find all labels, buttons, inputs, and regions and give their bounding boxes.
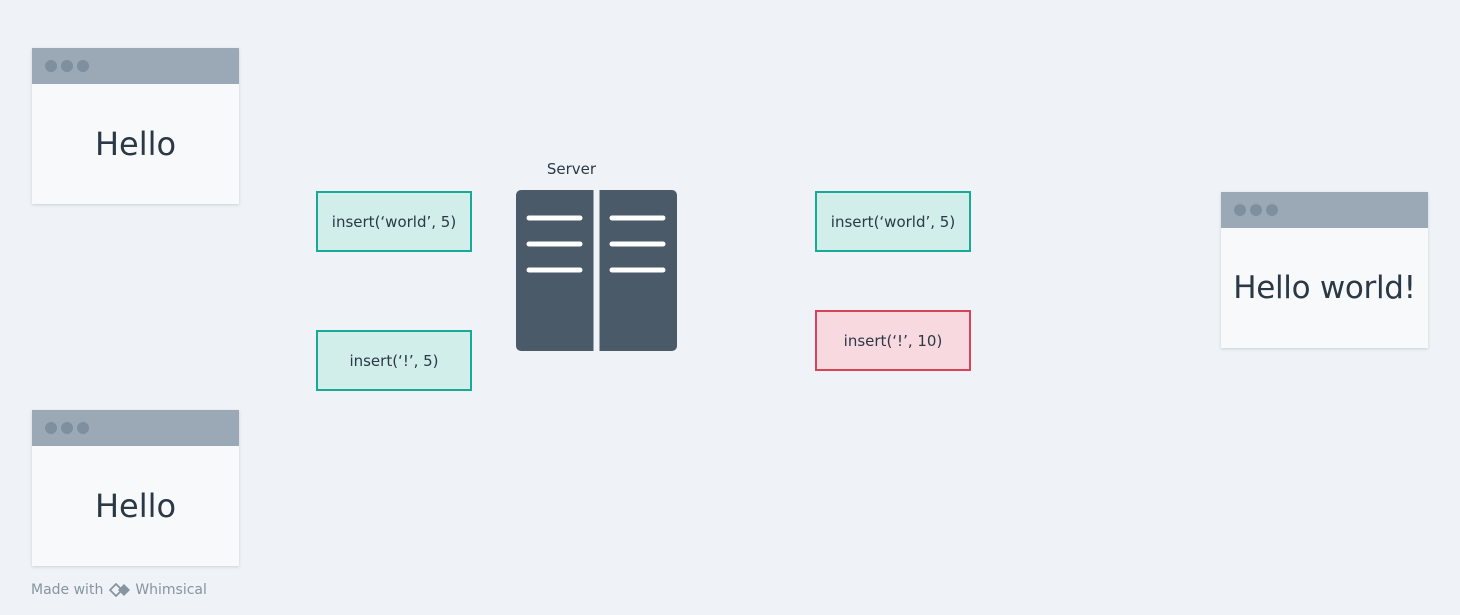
window-dot-icon: [77, 422, 89, 434]
server-icon: [516, 190, 677, 351]
server-label: Server: [546, 160, 597, 178]
footer-made-with-text: Made with: [31, 582, 104, 598]
made-with-whimsical-footer[interactable]: Made with Whimsical: [31, 582, 207, 598]
operation-box-left-top: insert(‘world’, 5): [316, 191, 472, 252]
window-dot-icon: [45, 422, 57, 434]
footer-brand-text: Whimsical: [135, 582, 207, 598]
window-dot-icon: [61, 422, 73, 434]
window-titlebar: [32, 48, 239, 84]
window-titlebar: [1221, 192, 1428, 228]
window-content-text: Hello: [94, 487, 177, 525]
window-dot-icon: [77, 60, 89, 72]
window-dot-icon: [45, 60, 57, 72]
operation-box-left-bottom: insert(‘!’, 5): [316, 330, 472, 391]
window-dot-icon: [1250, 204, 1262, 216]
window-dot-icon: [1234, 204, 1246, 216]
window-content-text: Hello: [94, 125, 177, 163]
window-dot-icon: [1266, 204, 1278, 216]
window-content-text: Hello world!: [1233, 270, 1416, 306]
client-window-bottom-left: Hello: [32, 410, 239, 566]
window-titlebar: [32, 410, 239, 446]
window-dot-icon: [61, 60, 73, 72]
client-window-top-left: Hello: [32, 48, 239, 204]
whimsical-logo-icon: [109, 583, 131, 597]
operation-box-right-bottom-error: insert(‘!’, 10): [815, 310, 971, 371]
client-window-right: Hello world!: [1221, 192, 1428, 348]
operation-box-right-top: insert(‘world’, 5): [815, 191, 971, 252]
